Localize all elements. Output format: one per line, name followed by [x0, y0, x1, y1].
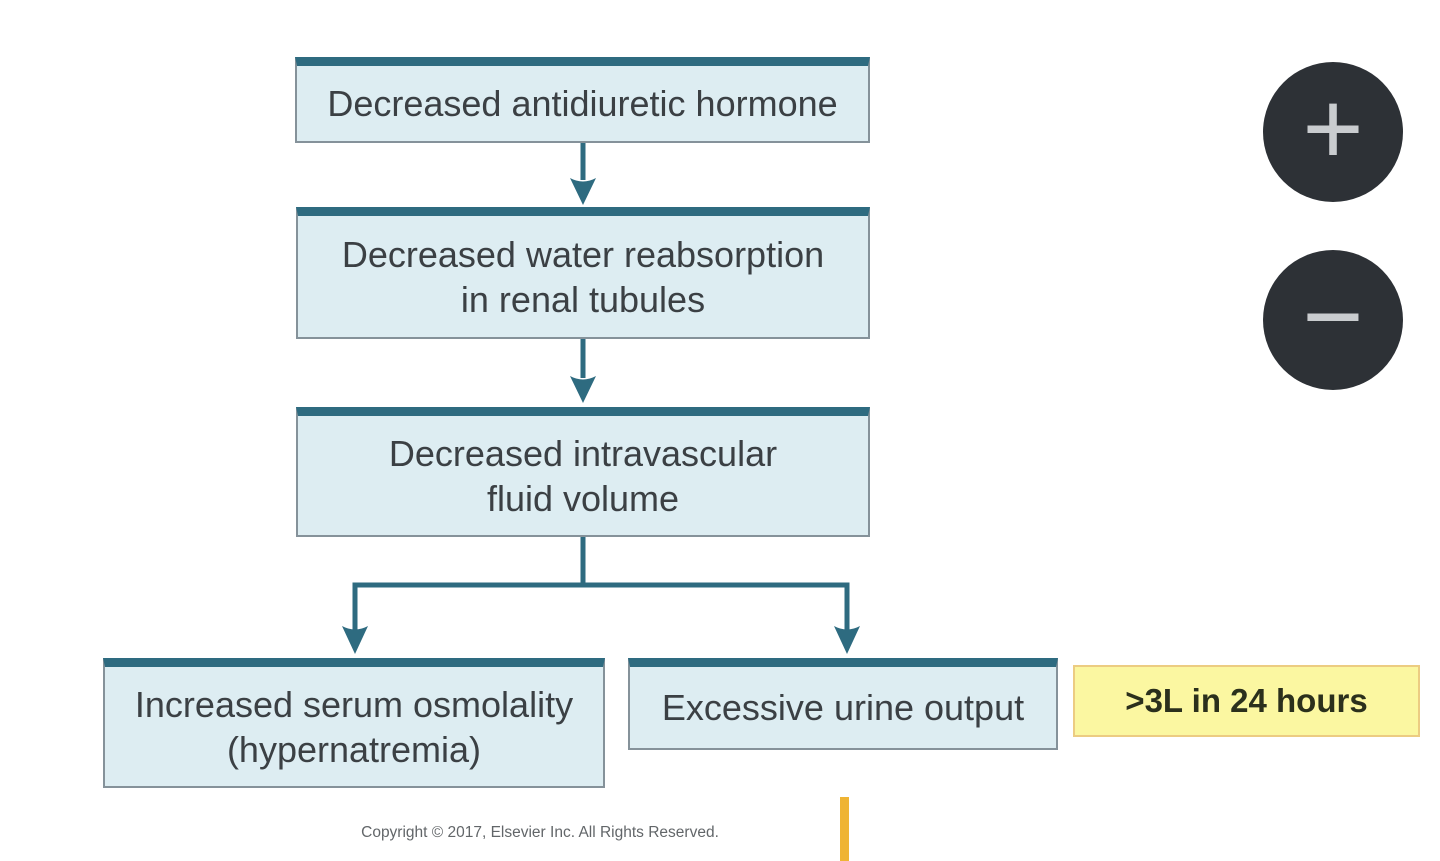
plus-icon: +	[1302, 69, 1364, 187]
arrow-adh-to-water-reabsorption	[570, 143, 596, 205]
flow-box-increased-serum-osmolality: Increased serum osmolality (hypernatremi…	[103, 658, 605, 788]
flow-box-excessive-urine-output: Excessive urine output	[628, 658, 1058, 750]
annotation-urine-volume: >3L in 24 hours	[1073, 665, 1420, 737]
flow-box-decreased-intravascular-volume: Decreased intravascular fluid volume	[296, 407, 870, 537]
copyright-text: Copyright © 2017, Elsevier Inc. All Righ…	[361, 824, 719, 841]
flow-box-decreased-water-reabsorption: Decreased water reabsorption in renal tu…	[296, 207, 870, 339]
zoom-in-button[interactable]: +	[1263, 62, 1403, 202]
flow-box-decreased-adh: Decreased antidiuretic hormone	[295, 57, 870, 143]
arrow-water-to-fluid-volume	[570, 339, 596, 403]
minus-icon: −	[1302, 257, 1364, 375]
branch-connector	[342, 537, 860, 654]
highlight-bar	[840, 797, 849, 861]
zoom-out-button[interactable]: −	[1263, 250, 1403, 390]
